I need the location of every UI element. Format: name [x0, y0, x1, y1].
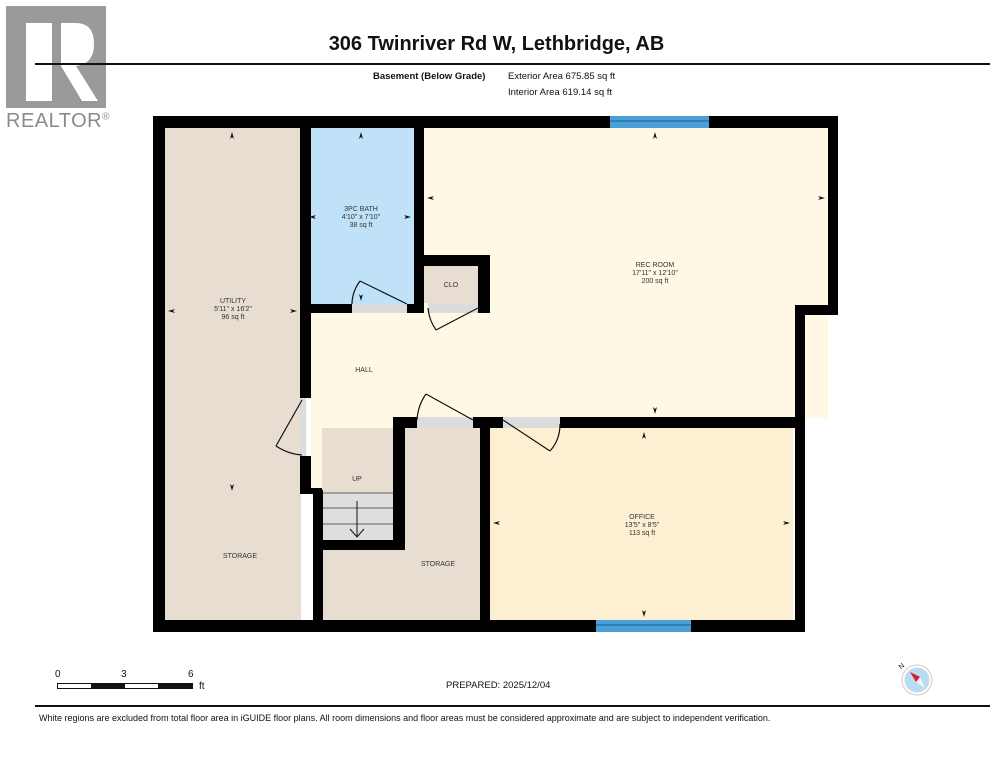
- bath-door[interactable]: [359, 280, 408, 305]
- office-door[interactable]: [502, 419, 551, 452]
- bath-floor: [306, 128, 414, 304]
- door-swings[interactable]: [275, 280, 561, 456]
- closet-door[interactable]: [435, 307, 479, 331]
- interior-area: Interior Area 619.14 sq ft: [508, 87, 613, 98]
- title-divider: [35, 63, 990, 65]
- page-title: 306 Twinriver Rd W, Lethbridge, AB: [328, 33, 665, 55]
- utility-name: UTILITY: [220, 298, 246, 305]
- storage-mid-name: STORAGE: [421, 561, 455, 568]
- utility-dims: 5'11" x 16'2": [214, 306, 252, 313]
- stairs: [323, 492, 393, 538]
- office-floor: [490, 428, 793, 620]
- scale-tick-6: 6: [188, 669, 194, 680]
- utility-area: 96 sq ft: [222, 314, 245, 321]
- compass-north-label: N: [898, 662, 906, 671]
- hall-name: HALL: [355, 367, 373, 374]
- windows: [596, 116, 709, 632]
- registered-mark: ®: [102, 111, 110, 123]
- closet-floor: [424, 266, 478, 303]
- realtor-logo: [6, 6, 106, 108]
- storage-door[interactable]: [425, 393, 474, 421]
- compass-icon: N: [898, 662, 933, 696]
- rec-dims: 17'11" x 12'10": [632, 270, 678, 277]
- bath-dims: 4'10" x 7'10": [342, 214, 381, 221]
- realtor-wordmark: REALTOR®: [6, 110, 110, 133]
- storage-left-name: STORAGE: [223, 553, 257, 560]
- utility-floor: [165, 128, 301, 620]
- disclaimer: White regions are excluded from total fl…: [39, 713, 771, 723]
- exterior-area: Exterior Area 675.85 sq ft: [508, 71, 616, 82]
- stairs-floor: [323, 493, 393, 540]
- rec-window: [610, 116, 709, 128]
- dimension-arrows: [168, 132, 825, 617]
- office-area: 113 sq ft: [629, 530, 655, 537]
- door-openings: [300, 303, 560, 456]
- stairs-up-label: UP: [352, 476, 362, 483]
- realtor-r-icon: [26, 23, 98, 101]
- hall-floor: [311, 313, 801, 417]
- scale-seg-1: [91, 684, 125, 688]
- scale-seg-2: [158, 684, 192, 688]
- scale-tick-3: 3: [121, 669, 127, 680]
- room-labels: UTILITY 5'11" x 16'2" 96 sq ft 3PC BATH …: [214, 206, 678, 568]
- rec-name: REC ROOM: [636, 262, 675, 269]
- office-window: [596, 620, 691, 632]
- realtor-brand-text: REALTOR: [6, 110, 103, 132]
- scale-tick-0: 0: [55, 669, 61, 680]
- office-name: OFFICE: [629, 514, 655, 521]
- rec-area: 200 sq ft: [642, 278, 669, 285]
- bath-name: 3PC BATH: [344, 206, 378, 213]
- stair-arrow-icon: [349, 528, 365, 538]
- floor-label: Basement (Below Grade): [373, 71, 486, 82]
- prepared-date: PREPARED: 2025/12/04: [446, 680, 551, 691]
- scale-unit: ft: [199, 681, 205, 692]
- bath-area: 38 sq ft: [350, 222, 373, 229]
- office-dims: 13'5" x 8'5": [625, 522, 660, 529]
- footer-divider: [35, 705, 990, 707]
- scale-bar: [57, 683, 193, 689]
- closet-name: CLO: [444, 282, 459, 289]
- utility-door[interactable]: [275, 399, 303, 447]
